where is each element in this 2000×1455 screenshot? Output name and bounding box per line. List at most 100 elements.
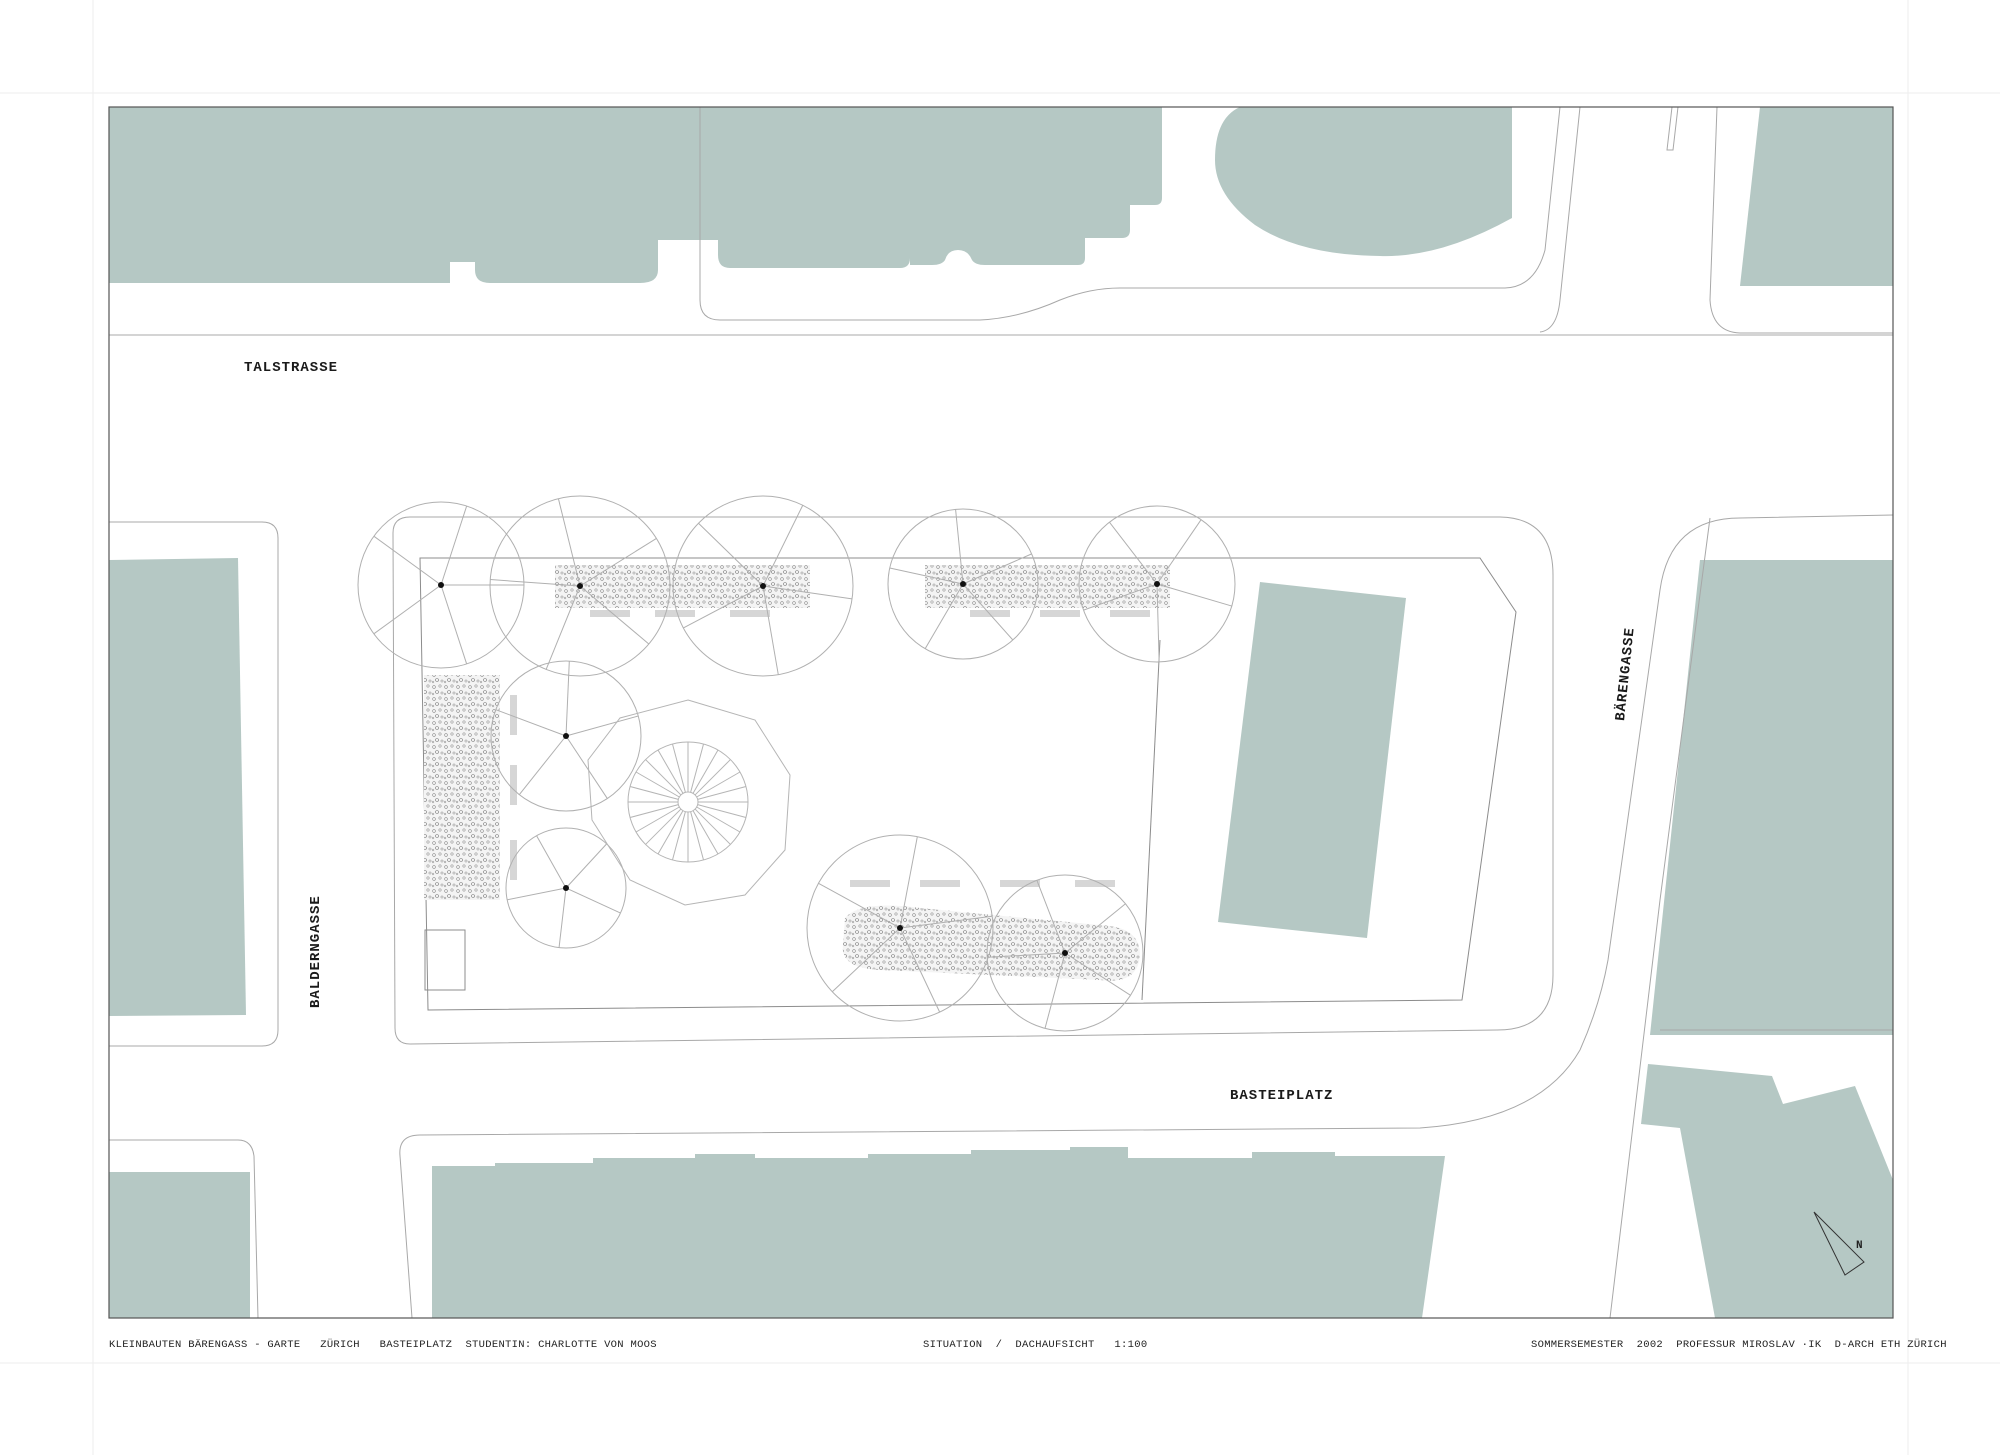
tree-branch bbox=[762, 585, 853, 600]
tree-trunk-9 bbox=[1062, 950, 1068, 956]
building-southwest bbox=[109, 1172, 250, 1318]
street-label-balderngasse: BALDERNGASSE bbox=[308, 895, 324, 1008]
footer-project-info: KLEINBAUTEN BÄRENGASS - GARTE ZÜRICH BAS… bbox=[109, 1339, 657, 1351]
tree-branch bbox=[831, 927, 901, 993]
hedge-north-left bbox=[555, 565, 810, 608]
tree-trunk-7 bbox=[563, 885, 569, 891]
tree-canopy-4 bbox=[887, 508, 1039, 660]
tree-branch bbox=[924, 583, 964, 649]
pavilion-stair-step bbox=[696, 806, 741, 833]
pavilion-stair-step bbox=[629, 785, 679, 800]
tree-trunks bbox=[438, 581, 1160, 956]
pavilion-stair-step bbox=[657, 749, 684, 794]
building-south-block bbox=[432, 1147, 1445, 1318]
hedge-west bbox=[424, 675, 500, 900]
tree-branch bbox=[818, 882, 901, 929]
tree-branch bbox=[557, 498, 581, 587]
street-label-talstrasse: TALSTRASSE bbox=[244, 360, 339, 376]
pavilion bbox=[587, 699, 791, 906]
tree-trunk-4 bbox=[960, 581, 966, 587]
pavilion-outer bbox=[587, 699, 791, 906]
hedges bbox=[424, 565, 1170, 981]
benches bbox=[510, 610, 1150, 887]
tree-branch bbox=[373, 535, 442, 586]
footer-course-info: SOMMERSEMESTER 2002 PROFESSUR MIROSLAV ·… bbox=[1531, 1339, 1947, 1351]
tree-branch bbox=[507, 887, 567, 901]
tree-branch bbox=[683, 585, 764, 629]
tree-branch bbox=[518, 735, 567, 795]
pavilion-stair-step bbox=[690, 811, 705, 861]
tree-canopies bbox=[357, 495, 1236, 1032]
tree-branch bbox=[490, 579, 581, 587]
tree-trunk-2 bbox=[577, 583, 583, 589]
pavilion-stair-step bbox=[671, 743, 686, 793]
tree-branch bbox=[1064, 903, 1126, 954]
tree-branch bbox=[1156, 583, 1160, 662]
pavilion-stair-step bbox=[692, 810, 719, 855]
building-north-rotunda bbox=[1215, 107, 1512, 257]
tree-branch bbox=[955, 509, 964, 585]
tree-branch bbox=[899, 915, 993, 929]
pavilion-stair-step bbox=[645, 759, 682, 796]
tree-branch bbox=[889, 567, 964, 585]
tree-branch bbox=[565, 843, 608, 889]
pavilion-stair-step bbox=[635, 806, 680, 833]
tree-canopy-8 bbox=[806, 834, 994, 1022]
building-pavilion-east bbox=[1218, 582, 1406, 938]
pavilion-core bbox=[677, 791, 699, 813]
tree-branch bbox=[440, 505, 468, 586]
north-arrow-icon bbox=[1813, 1211, 1865, 1276]
building-east bbox=[1650, 560, 1893, 1035]
tree-branch bbox=[1109, 521, 1158, 585]
tree-branch bbox=[565, 887, 621, 914]
tree-branch bbox=[565, 661, 570, 737]
building-north-west-block bbox=[109, 107, 1162, 283]
footer-drawing-title: SITUATION / DACHAUFSICHT 1:100 bbox=[923, 1339, 1148, 1351]
tree-branch bbox=[1044, 952, 1066, 1029]
tree-canopy-6 bbox=[490, 660, 642, 812]
tree-branch bbox=[962, 553, 1032, 585]
pavilion-stair-step bbox=[645, 808, 682, 845]
north-label: N bbox=[1856, 1240, 1863, 1252]
tree-branch bbox=[558, 887, 567, 948]
pavilion-stair-step bbox=[690, 743, 705, 793]
tree-branch bbox=[899, 836, 918, 929]
tree-canopy-7 bbox=[505, 827, 627, 949]
street-lines bbox=[109, 107, 1893, 1318]
tree-canopy-9 bbox=[986, 874, 1144, 1032]
pavilion-stair-step bbox=[657, 810, 684, 855]
tree-canopy-5 bbox=[1078, 505, 1236, 663]
tree-branch bbox=[1156, 519, 1202, 585]
tree-branch bbox=[1083, 583, 1158, 611]
tree-branch bbox=[579, 585, 650, 645]
pavilion-stair-step bbox=[694, 808, 731, 845]
pavilion-stair-step bbox=[629, 804, 679, 819]
tree-branch bbox=[495, 709, 567, 737]
pavilion-stair-step bbox=[694, 759, 731, 796]
tree-trunk-6 bbox=[563, 733, 569, 739]
tree-branch bbox=[440, 584, 468, 665]
tree-branch bbox=[545, 585, 581, 670]
tree-branch bbox=[698, 522, 764, 587]
tree-branch bbox=[579, 538, 657, 587]
buildings bbox=[109, 107, 1893, 1318]
tree-branch bbox=[762, 585, 779, 675]
tree-branch bbox=[1064, 952, 1131, 996]
pavilion-stair-step bbox=[671, 811, 686, 861]
tree-branch bbox=[565, 715, 639, 737]
tree-branch bbox=[373, 584, 442, 635]
tree-branch bbox=[899, 927, 941, 1013]
building-southeast bbox=[1641, 1064, 1893, 1318]
tree-trunk-3 bbox=[760, 583, 766, 589]
pavilion-stair-step bbox=[696, 771, 741, 798]
tree-branch bbox=[1156, 583, 1232, 607]
tree-trunk-1 bbox=[438, 582, 444, 588]
pavilion-stair-step bbox=[697, 804, 747, 819]
pavilion-stair-step bbox=[697, 785, 747, 800]
pavilion-stair-step bbox=[692, 749, 719, 794]
building-west bbox=[109, 558, 246, 1016]
tree-canopy-2 bbox=[489, 495, 671, 677]
plaza-outline bbox=[419, 557, 1517, 1011]
